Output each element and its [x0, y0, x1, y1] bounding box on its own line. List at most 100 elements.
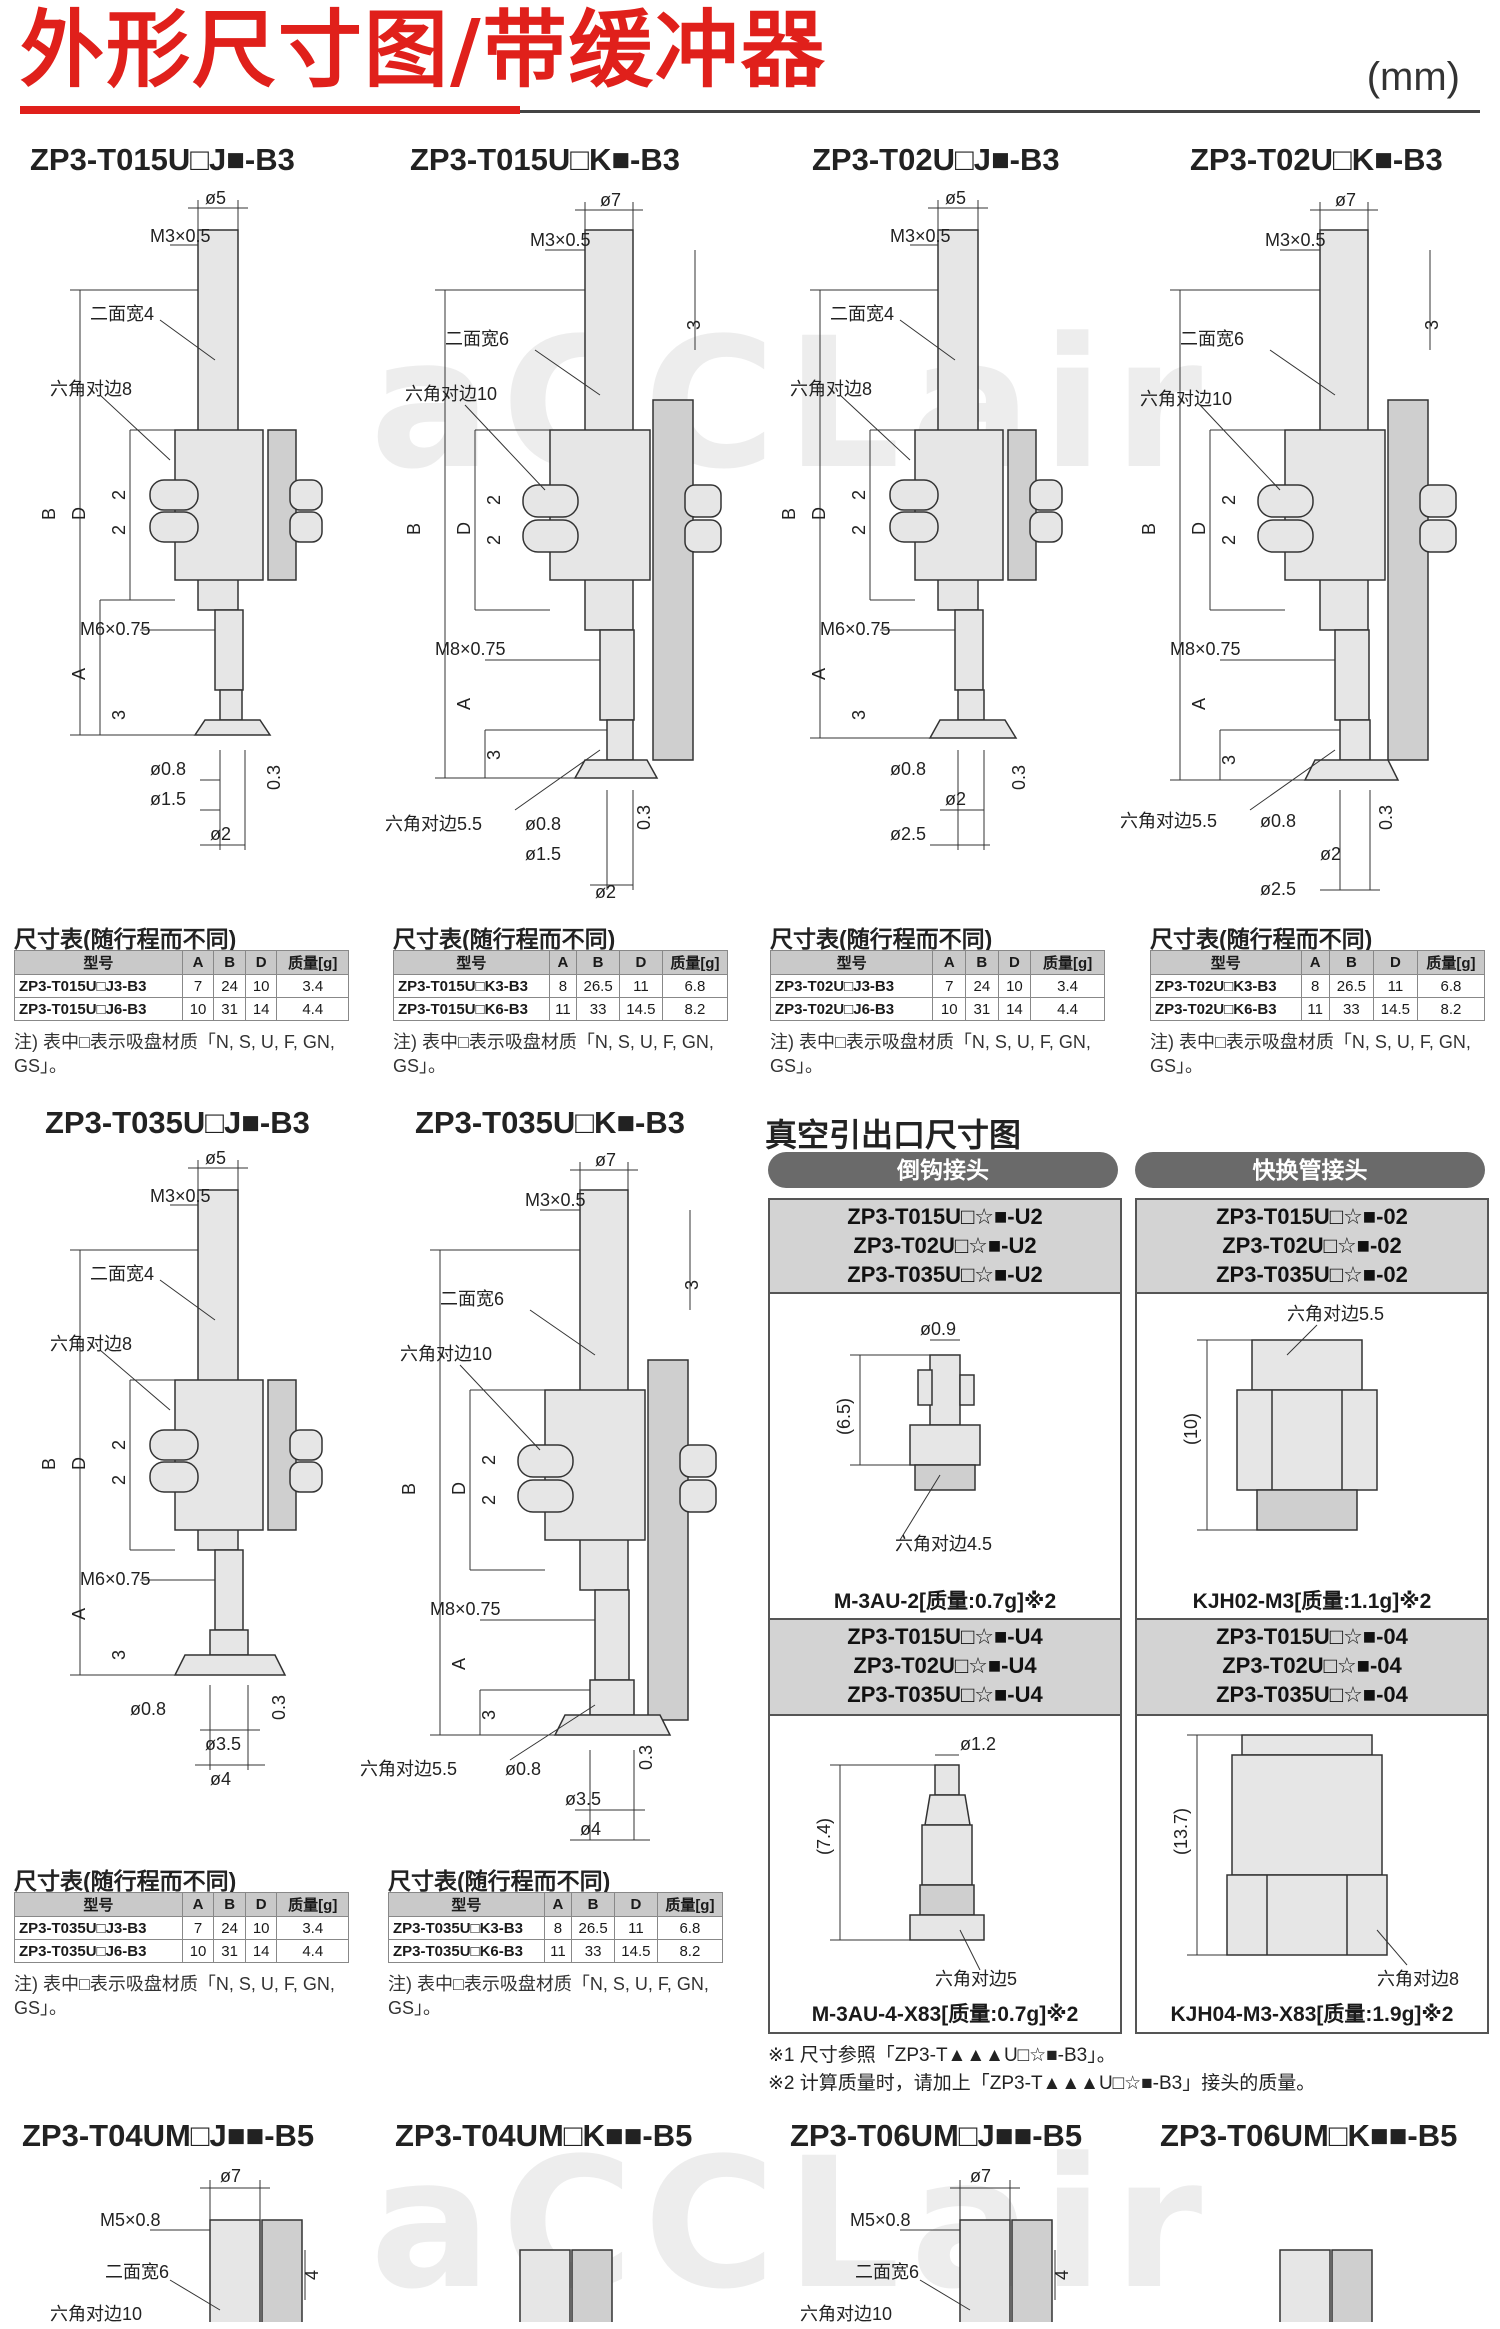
drawing-model-2: ø7 M3×0.5 3 二面宽6 六角对边10 M8×0.75 六角对边5.5 … [385, 190, 722, 902]
footnote-1: ※1 尺寸参照「ZP3-T▲▲▲U□☆■-B3」。 [768, 2045, 1116, 2066]
dim-d: D [1189, 522, 1209, 535]
svg-text:M6×0.75: M6×0.75 [80, 1569, 151, 1589]
model-title-b1: ZP3-T04UM□J■■-B5 [22, 2118, 315, 2153]
dim-d: D [69, 507, 89, 520]
quick-fitting-label: 快换管接头 [1135, 1152, 1485, 1188]
table-row: ZP3-T02U□J3-B3 7 24 10 3.4 [769, 974, 1105, 998]
table-row: ZP3-T02U□K6-B3 11 33 14.5 8.2 [1150, 997, 1486, 1021]
dim-table-2: 型号 A B D 质量[g] ZP3-T015U□K3-B3 8 26.5 11… [393, 950, 729, 1021]
svg-text:(7.4): (7.4) [814, 1818, 834, 1855]
dim-thread: M3×0.5 [890, 226, 951, 246]
svg-text:六角对边10: 六角对边10 [800, 2304, 892, 2322]
model-title-5: ZP3-T035U□J■-B3 [45, 1105, 310, 1140]
dim-d2: ø2 [1320, 844, 1341, 864]
dim-d1: ø0.8 [525, 814, 561, 834]
dim-top-dia: ø7 [600, 190, 621, 210]
col-header: 型号 [14, 950, 183, 975]
dim-a: A [69, 668, 89, 680]
dim-n2b: 2 [484, 535, 504, 545]
dim-n2b: 2 [849, 525, 869, 535]
svg-text:3: 3 [109, 1650, 129, 1660]
drawing-model-1: ø5 M3×0.5 二面宽4 六角对边8 M6×0.75 ø0.8 ø1.5 ø… [39, 190, 323, 850]
dim-n3top: 3 [684, 320, 704, 330]
dim-lower-thread: M6×0.75 [80, 619, 151, 639]
dim-n2a: 2 [484, 495, 504, 505]
svg-text:ø0.8: ø0.8 [505, 1759, 541, 1779]
svg-text:六角对边10: 六角对边10 [400, 1344, 492, 1364]
svg-text:M3×0.5: M3×0.5 [150, 1186, 211, 1206]
svg-text:3: 3 [682, 1280, 702, 1290]
quick-02-panel: ZP3-T015U□☆■-02 ZP3-T02U□☆■-02 ZP3-T035U… [1135, 1198, 1489, 1622]
dim-table-5: 型号 A B D 质量[g] ZP3-T035U□J3-B3 7 24 10 3… [14, 1892, 349, 1963]
dim-a: A [809, 668, 829, 680]
dim-top-dia: ø5 [205, 190, 226, 208]
table-title-3: 尺寸表(随行程而不同) [770, 926, 993, 952]
svg-text:(13.7): (13.7) [1171, 1808, 1191, 1855]
drawing-bottom-4 [1279, 2249, 1373, 2322]
header-divider [520, 110, 1480, 113]
dim-thread: M3×0.5 [1265, 230, 1326, 250]
svg-text:六角对边10: 六角对边10 [50, 2304, 142, 2322]
dim-hex2: 六角对边5.5 [385, 814, 482, 834]
svg-text:ø0.8: ø0.8 [130, 1699, 166, 1719]
svg-text:ø4: ø4 [210, 1769, 231, 1789]
barb-u2-drawing: ø0.9 (6.5) 六角对边4.5 [834, 1319, 992, 1554]
drawing-model-4: ø7 M3×0.5 3 二面宽6 六角对边10 M8×0.75 六角对边5.5 … [1120, 190, 1457, 899]
page-title: 外形尺寸图/带缓冲器 [20, 1, 827, 99]
svg-text:二面宽6: 二面宽6 [105, 2262, 169, 2282]
dim-hex: 六角对边10 [1140, 389, 1232, 409]
svg-text:B: B [39, 1458, 59, 1470]
table-row: ZP3-T035U□J3-B3 7 24 10 3.4 [14, 1916, 349, 1940]
dim-d3: ø2 [595, 882, 616, 902]
drawing-bottom-2 [519, 2249, 613, 2322]
svg-text:M5×0.8: M5×0.8 [850, 2210, 911, 2230]
table-note-2: 注) 表中□表示吸盘材质「N, S, U, F, GN, GS」。 [393, 1032, 714, 1076]
dim-n2a: 2 [1219, 495, 1239, 505]
dim-table-4: 型号 A B D 质量[g] ZP3-T02U□K3-B3 8 26.5 11 … [1150, 950, 1486, 1021]
svg-text:4: 4 [302, 2270, 322, 2280]
dim-table-1: 型号 A B D 质量[g] ZP3-T015U□J3-B3 7 24 10 3… [14, 950, 349, 1021]
table-row: ZP3-T015U□J3-B3 7 24 10 3.4 [14, 974, 349, 998]
dim-d3: ø2.5 [1260, 879, 1296, 899]
dim-d3: ø2 [210, 824, 231, 844]
dim-n2b: 2 [109, 525, 129, 535]
svg-text:六角对边5.5: 六角对边5.5 [360, 1759, 457, 1779]
dim-lower-thread: M8×0.75 [435, 639, 506, 659]
drawing-bottom-1: ø7 M5×0.8 二面宽6 六角对边10 4 [50, 2166, 322, 2322]
quick-04-drawing: (13.7) 六角对边8 [1171, 1734, 1459, 1989]
dim-d2: ø1.5 [525, 844, 561, 864]
svg-text:六角对边8: 六角对边8 [1377, 1969, 1459, 1989]
quick-04-caption: KJH04-M3-X83[质量:1.9g]※2 [1170, 2003, 1454, 2026]
svg-text:B: B [399, 1483, 419, 1495]
col-header: D [244, 950, 278, 975]
unit-label: (mm) [1366, 55, 1460, 99]
table-title-2: 尺寸表(随行程而不同) [393, 926, 616, 952]
dim-n3: 3 [1219, 755, 1239, 765]
svg-text:六角对边5: 六角对边5 [935, 1969, 1017, 1989]
table-title-4: 尺寸表(随行程而不同) [1150, 926, 1373, 952]
table-title-6: 尺寸表(随行程而不同) [388, 1868, 611, 1894]
dim-b: B [39, 508, 59, 520]
vacuum-section-title: 真空引出口尺寸图 [765, 1117, 1022, 1153]
model-title-6: ZP3-T035U□K■-B3 [415, 1105, 686, 1140]
drawing-model-3: ø5 M3×0.5 二面宽4 六角对边8 M6×0.75 ø0.8 ø2 ø2.… [779, 190, 1063, 850]
dim-h: 0.3 [264, 765, 284, 790]
dim-b: B [404, 523, 424, 535]
svg-text:ø3.5: ø3.5 [205, 1734, 241, 1754]
dim-a: A [1189, 698, 1209, 710]
svg-text:ø7: ø7 [595, 1150, 616, 1170]
watermark-logo: aCCLair [370, 300, 1213, 509]
svg-text:ø3.5: ø3.5 [565, 1789, 601, 1809]
svg-text:3: 3 [479, 1710, 499, 1720]
quick-02-drawing: 六角对边5.5 (10) [1181, 1304, 1384, 1531]
table-row: ZP3-T015U□J6-B3 10 31 14 4.4 [14, 997, 349, 1021]
dim-d: D [809, 507, 829, 520]
svg-text:ø4: ø4 [580, 1819, 601, 1839]
drawing-model-6: ø7 M3×0.5 3 二面宽6 六角对边10 M8×0.75 六角对边5.5 … [360, 1150, 717, 1841]
dim-h: 0.3 [1009, 765, 1029, 790]
quick-02-caption: KJH02-M3[质量:1.1g]※2 [1192, 1590, 1432, 1613]
dim-table-6: 型号 A B D 质量[g] ZP3-T035U□K3-B3 8 26.5 11… [388, 1892, 724, 1963]
svg-text:M8×0.75: M8×0.75 [430, 1599, 501, 1619]
svg-text:A: A [449, 1658, 469, 1670]
svg-text:ø7: ø7 [970, 2166, 991, 2186]
